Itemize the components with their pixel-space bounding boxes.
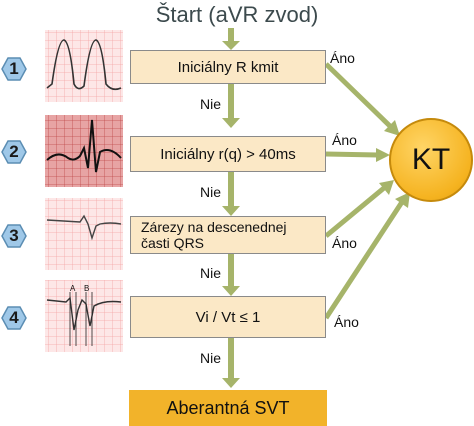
no-label-4: Nie (200, 350, 222, 366)
kt-result-circle: KT (389, 118, 473, 202)
kt-result-label: KT (411, 143, 451, 176)
arrow-step4-to-kt-head (395, 192, 410, 208)
ecg-thumb-1 (45, 30, 123, 102)
decision-label-3-line2: časti QRS (141, 235, 205, 251)
arrow-step2-to-kt-head (376, 148, 390, 162)
flowchart-title: Štart (aVR zvod) (155, 2, 319, 27)
hexagon-2 (1, 140, 27, 164)
arrow-step1-to-kt-head (384, 120, 400, 136)
arrow-step2-to-kt (325, 151, 379, 158)
ecg-thumb-4: A B (45, 280, 123, 352)
ecg4-label-a: A (70, 284, 76, 293)
ecg-thumb-2 (45, 115, 123, 187)
decision-box-4: Vi / Vt ≤ 1 (130, 296, 326, 338)
decision-box-1: Iniciálny R kmit (130, 50, 326, 84)
step-number-2: 2 (9, 142, 19, 161)
decision-box-2: Iniciálny r(q) > 40ms (130, 136, 326, 172)
yes-label-1: Áno (330, 50, 355, 66)
decision-label-3-line1: Zárezy na descenednej (141, 219, 287, 235)
decision-label-1: Iniciálny R kmit (177, 58, 279, 76)
step-number-4: 4 (9, 308, 19, 327)
arrow-step3-to-step4 (222, 254, 240, 296)
yes-label-2: Áno (332, 132, 357, 148)
yes-arrows (323, 62, 410, 320)
svt-result-box: Aberantná SVT (129, 390, 327, 426)
hexagon-4 (1, 306, 27, 330)
arrow-step1-to-step2 (222, 84, 240, 128)
step-badges (1, 57, 27, 330)
arrow-step1-to-kt (324, 62, 394, 130)
yes-label-3: Áno (332, 235, 357, 251)
ecg-thumb-3 (45, 198, 123, 270)
no-label-2: Nie (200, 184, 222, 200)
arrow-step3-to-kt (324, 186, 386, 238)
ecg4-label-b: B (84, 284, 89, 293)
step-number-3: 3 (9, 226, 19, 245)
no-label-1: Nie (200, 96, 222, 112)
decision-box-3: Zárezy na descenednej časti QRS (130, 216, 326, 254)
arrow-step2-to-step3 (222, 172, 240, 216)
step-number-1: 1 (9, 59, 19, 78)
yes-label-4: Áno (334, 314, 359, 330)
hexagon-3 (1, 224, 27, 248)
arrow-step4-to-kt (323, 200, 405, 320)
arrow-start-to-step1 (222, 28, 240, 50)
no-label-3: Nie (200, 265, 222, 281)
decision-label-2: Iniciálny r(q) > 40ms (160, 145, 296, 163)
hexagon-1 (1, 57, 27, 81)
arrow-step3-to-kt-head (379, 180, 394, 195)
down-arrows (222, 28, 240, 388)
svt-result-label: Aberantná SVT (166, 397, 290, 418)
arrow-step4-to-svt (222, 338, 240, 388)
decision-label-4: Vi / Vt ≤ 1 (195, 308, 261, 326)
